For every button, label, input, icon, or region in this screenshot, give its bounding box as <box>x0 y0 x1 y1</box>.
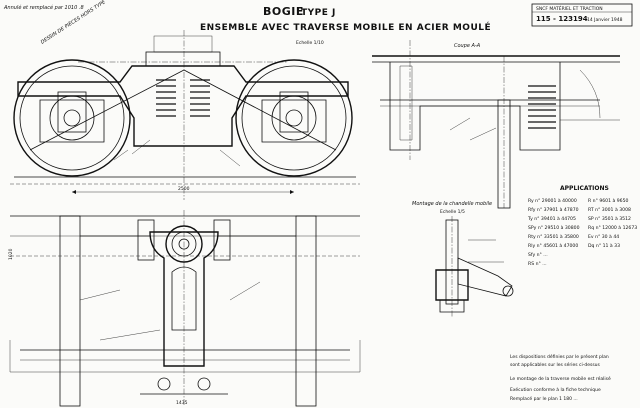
note-3: Exécution conforme à la fiche technique <box>510 386 601 393</box>
stamp-code: 115 - 123194 <box>536 15 588 23</box>
stamp-line1: SNCF MATÉRIEL ET TRACTION <box>536 4 603 12</box>
app-row-4-left: Rty n° 33501 à 35800 <box>528 233 579 240</box>
detail-title: Montage de la chandelle mobile <box>412 201 492 207</box>
app-row-4-right: Ev n° 30 à 44 <box>588 233 619 240</box>
app-row-2-right: SP n° 3501 à 3512 <box>588 215 631 222</box>
section-view: Coupe A-A <box>372 40 620 209</box>
note-4: Remplacé par le plan 1 180 ... <box>510 395 578 402</box>
wheel-right <box>235 59 353 177</box>
detail-view: Montage de la chandelle mobile Echelle 1… <box>412 201 514 318</box>
note-0: Les dispositions définies par le présent… <box>510 353 609 360</box>
note-2: Le montage de la traverse mobile est réa… <box>510 375 611 382</box>
central-springs <box>156 79 210 117</box>
app-row-6-left: Sfy n° ... <box>528 252 548 258</box>
title-scale: Echelle 1/10 <box>296 40 324 46</box>
dim-track: 1435 <box>176 400 188 406</box>
bottom-notes: Les dispositions définies par le présent… <box>510 353 611 402</box>
app-row-1-right: RT n° 3001 à 3008 <box>588 206 631 213</box>
app-row-0-left: Ry n° 29001 à 40000 <box>528 197 577 204</box>
app-row-7-left: RS n° ... <box>528 261 547 267</box>
app-row-5-left: Rly n° 45601 à 47000 <box>528 242 578 249</box>
plan-view <box>9 210 361 407</box>
app-row-2-left: Ty n° 39401 à 44705 <box>527 215 576 222</box>
stamp-date: 14 Janvier 1948 <box>587 17 623 23</box>
approval-stamp: SNCF MATÉRIEL ET TRACTION 115 - 123194 1… <box>531 3 633 27</box>
note-1: sont applicables sur les séries ci-dessu… <box>510 361 601 368</box>
dim-wheelbase: 2500 <box>178 186 190 192</box>
elevation-view: 2500 <box>10 30 360 200</box>
section-label: Coupe A-A <box>454 43 481 49</box>
applications-title: APPLICATIONS <box>560 185 609 192</box>
title-type: TYPE J <box>301 8 336 18</box>
detail-scale: Echelle 1/5 <box>440 209 465 215</box>
app-row-0-right: R n° 9601 à 9650 <box>588 197 629 204</box>
title-subtitle: ENSEMBLE AVEC TRAVERSE MOBILE EN ACIER M… <box>200 21 491 33</box>
top-left-note: Annulé et remplacé par 1010 .8 <box>3 4 84 11</box>
app-row-5-right: Dq n° 11 à 33 <box>588 242 620 249</box>
applications-table: APPLICATIONS Ry n° 29001 à 40000 R n° 96… <box>527 185 637 267</box>
wheel-left <box>13 59 131 177</box>
app-row-3-left: SPy n° 29510 à 30800 <box>528 224 580 231</box>
dim-height: 1020 <box>8 248 14 260</box>
app-row-3-right: Rq n° 12000 à 12673 <box>588 224 637 231</box>
section-spring <box>528 85 556 129</box>
title-bogie: BOGIE <box>263 5 304 18</box>
app-row-1-left: Rfy n° 37901 à 47870 <box>528 206 579 213</box>
